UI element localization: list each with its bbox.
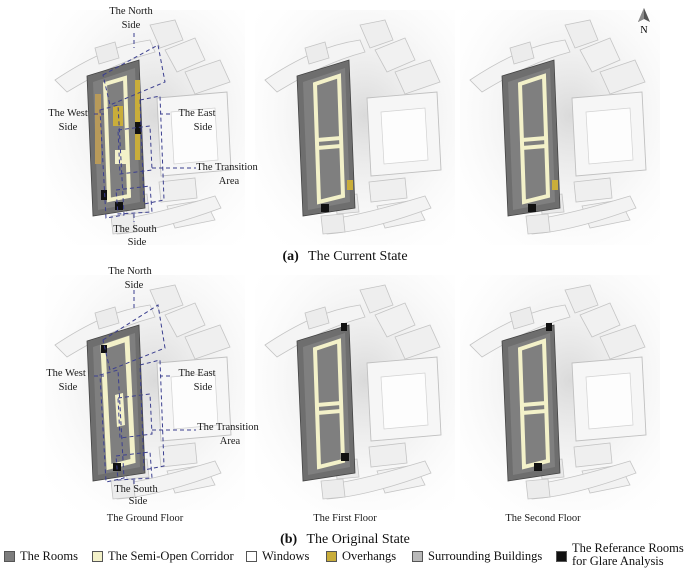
caption-b: (b) The Original State	[280, 532, 410, 547]
caption-a-letter: (a)	[282, 249, 299, 264]
caption-b-letter: (b)	[280, 532, 297, 547]
leaders-a	[94, 33, 196, 222]
plan-b-second	[459, 274, 661, 511]
legend-swatch-overhangs	[326, 551, 337, 562]
legend-label-corridor: The Semi-Open Corridor	[108, 549, 234, 563]
legend-swatch-windows	[246, 551, 257, 562]
legend-label-windows: Windows	[262, 549, 310, 563]
north-label: N	[640, 25, 647, 36]
label-b-west-1: The West	[46, 368, 86, 379]
label-a-transition-1: The Transition	[196, 162, 258, 173]
label-b-transition-2: Area	[220, 436, 241, 447]
dashed-outlines-a	[99, 44, 166, 219]
label-a-north-1: The North	[109, 6, 153, 17]
legend-label-surrounding: Surrounding Buildings	[428, 549, 543, 563]
legend-swatch-rooms	[4, 551, 15, 562]
legend-item-rooms: The Rooms	[4, 550, 78, 563]
label-b-transition-1: The Transition	[197, 422, 259, 433]
label-b-north-2: Side	[125, 280, 144, 291]
label-b-west-2: Side	[59, 382, 78, 393]
label-a-south-2: Side	[128, 237, 147, 248]
legend-swatch-reference	[556, 551, 567, 562]
floor-label-second: The Second Floor	[505, 513, 581, 524]
label-a-north-2: Side	[122, 20, 141, 31]
legend-swatch-surrounding	[412, 551, 423, 562]
caption-a-text: The Current State	[308, 249, 408, 264]
legend-item-surrounding: Surrounding Buildings	[412, 550, 542, 563]
dashed-outlines-b	[99, 304, 166, 483]
floor-label-first: The First Floor	[313, 513, 377, 524]
legend-label-reference-2: for Glare Analysis	[572, 554, 664, 568]
label-b-south-1: The South	[114, 484, 158, 495]
row-b-plans	[44, 274, 661, 511]
north-arrow-icon	[638, 8, 650, 22]
legend-item-reference: The Referance Rooms for Glare Analysis	[556, 542, 684, 568]
caption-a: (a) The Current State	[282, 249, 407, 264]
leaders-b	[94, 290, 196, 486]
legend-label-reference-group: The Referance Rooms for Glare Analysis	[572, 542, 684, 568]
row-a-plans	[44, 9, 661, 246]
label-a-east-1: The East	[178, 108, 215, 119]
label-b-north-1: The North	[108, 266, 152, 277]
legend: The Rooms The Semi-Open Corridor Windows…	[0, 538, 685, 571]
legend-item-overhangs: Overhangs	[326, 550, 396, 563]
legend-item-corridor: The Semi-Open Corridor	[92, 550, 234, 563]
floor-label-ground: The Ground Floor	[107, 513, 184, 524]
label-a-west-1: The West	[48, 108, 88, 119]
caption-b-text: The Original State	[306, 532, 409, 547]
label-a-east-2: Side	[194, 122, 213, 133]
legend-label-overhangs: Overhangs	[342, 549, 397, 563]
label-b-east-2: Side	[194, 382, 213, 393]
label-b-south-2: Side	[129, 496, 148, 507]
label-a-south-1: The South	[113, 224, 157, 235]
plan-b-first	[254, 274, 456, 511]
plan-a-first	[254, 9, 456, 246]
legend-swatch-corridor	[92, 551, 103, 562]
legend-label-rooms: The Rooms	[20, 549, 78, 563]
label-a-transition-2: Area	[219, 176, 240, 187]
legend-label-reference-1: The Referance Rooms	[572, 541, 684, 555]
plan-a-ground	[44, 9, 246, 246]
legend-item-windows: Windows	[246, 550, 309, 563]
label-b-east-1: The East	[178, 368, 215, 379]
plan-a-second	[459, 9, 661, 246]
label-a-west-2: Side	[59, 122, 78, 133]
